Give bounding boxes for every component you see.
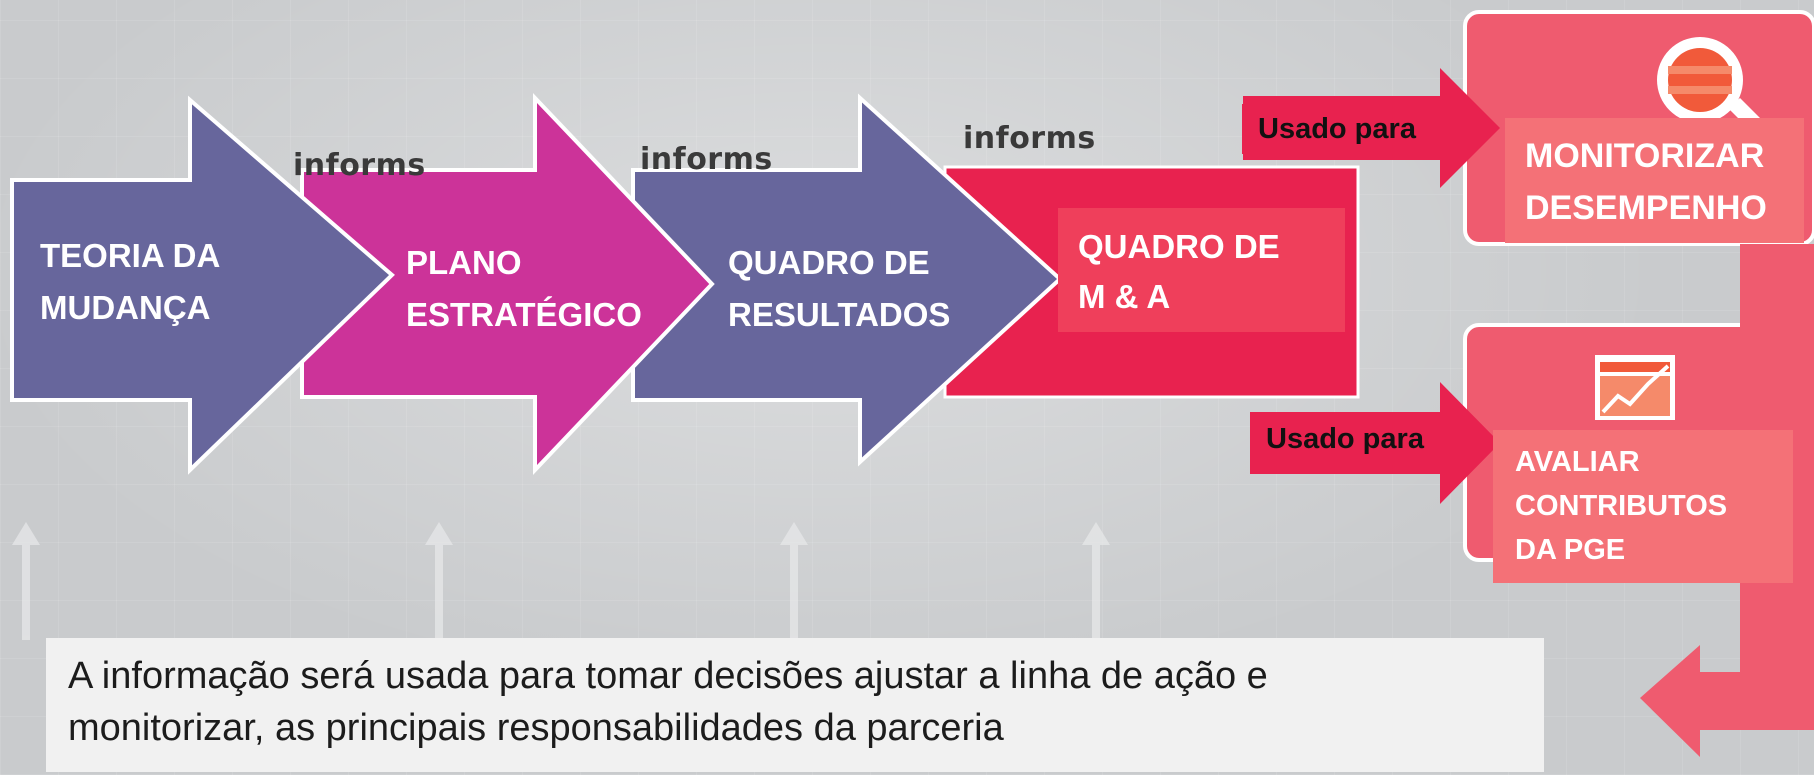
- ma-label-box: [1058, 208, 1345, 332]
- return-arrow-icon: [1640, 645, 1814, 757]
- background-arrows: [12, 522, 1110, 640]
- caption-text: A informação será usada para tomar decis…: [46, 638, 1544, 772]
- flow-arrow-teoria: [10, 95, 395, 475]
- flow-label-estrategico: PLANO ESTRATÉGICO: [406, 244, 642, 333]
- connector-informs-3: informs: [963, 121, 1096, 156]
- chart-icon: [1595, 355, 1675, 420]
- usado-para-label-2: Usado para: [1250, 414, 1440, 464]
- connector-informs-2: informs: [640, 142, 773, 177]
- connector-informs-1: informs: [293, 148, 426, 183]
- flow-label-ma: QUADRO DE M & A: [1078, 228, 1280, 315]
- target-monitorizar: MONITORIZAR DESEMPENHO: [1505, 118, 1804, 243]
- usado-para-label-1: Usado para: [1242, 104, 1432, 154]
- target-avaliar: AVALIAR CONTRIBUTOS DA PGE: [1493, 430, 1793, 583]
- flow-label-teoria: TEORIA DA MUDANÇA: [40, 237, 221, 326]
- flow-label-resultados: QUADRO DE RESULTADOS: [728, 244, 951, 333]
